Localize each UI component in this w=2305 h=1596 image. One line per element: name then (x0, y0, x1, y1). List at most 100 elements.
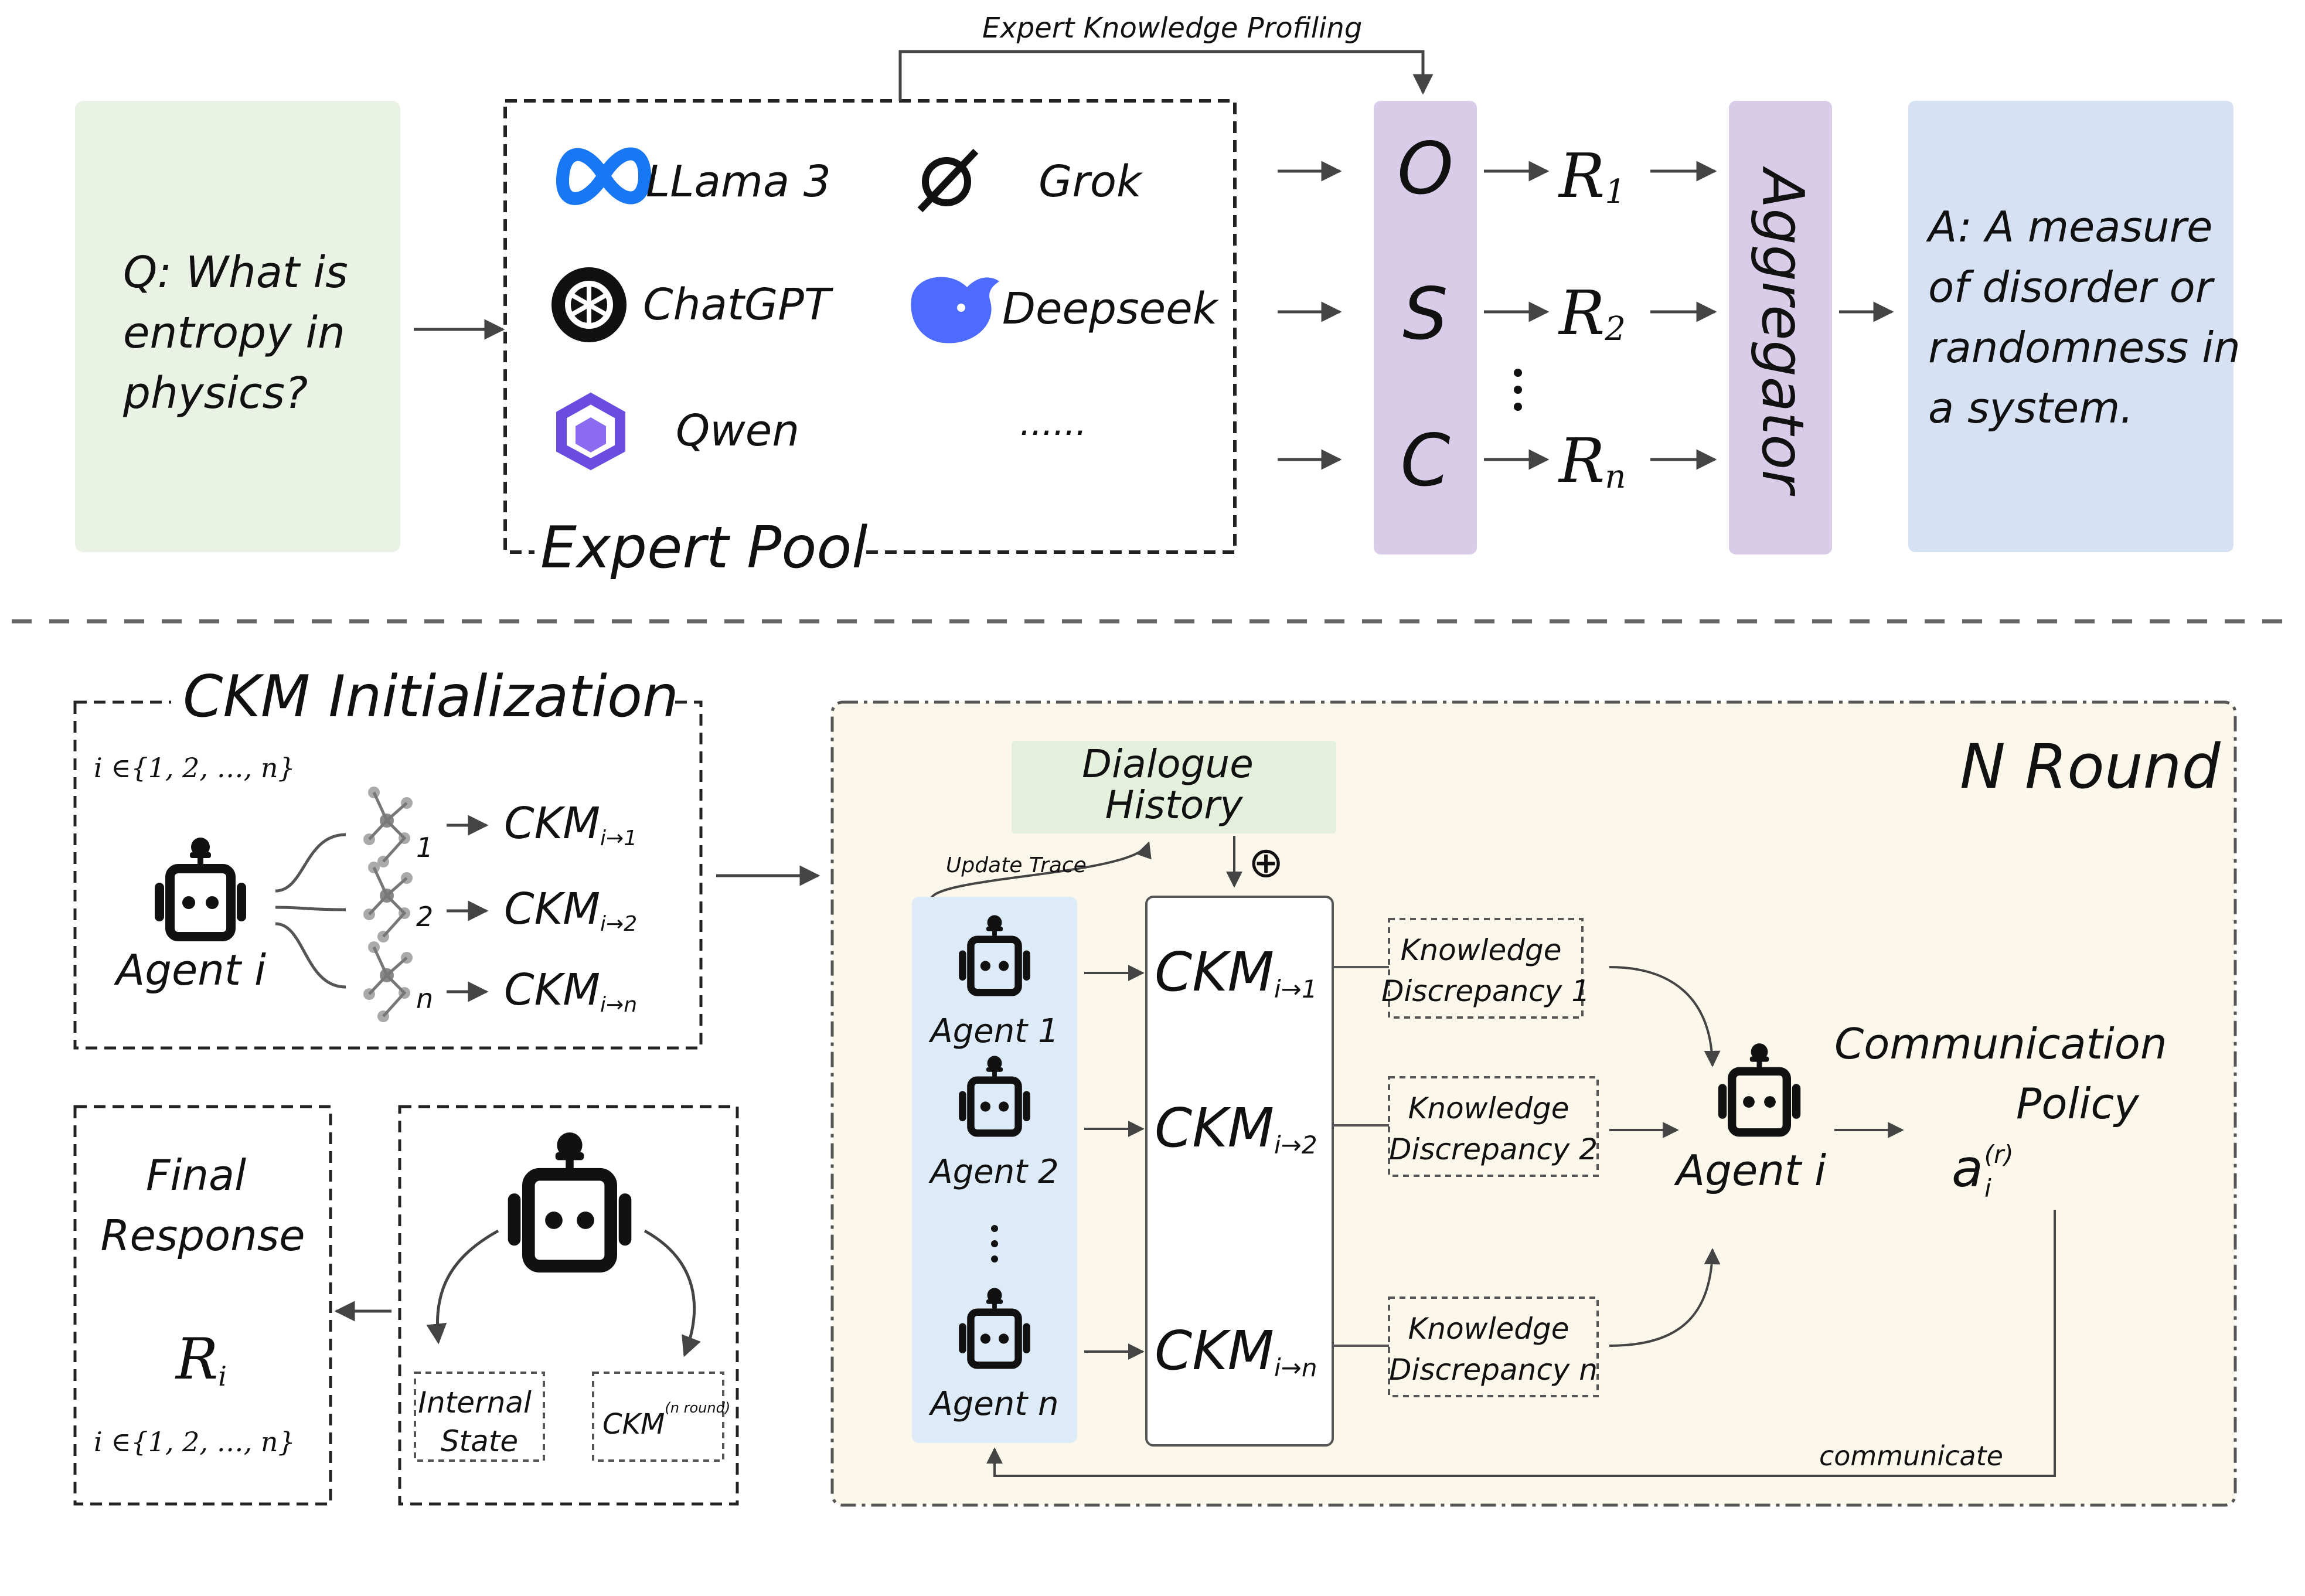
final-title-line-1: Final (146, 1151, 246, 1200)
final-response-title: Final Response (100, 1151, 305, 1260)
answer-line-4: a system. (1928, 383, 2133, 433)
dialogue-history-line-1: Dialogue (1082, 741, 1254, 787)
response-r1: R1 (1558, 140, 1626, 212)
model-label-grok: Grok (1039, 156, 1143, 207)
disc1-to-agent-arrow (1609, 966, 1721, 1067)
answer-box (1908, 101, 2233, 552)
expert-pool-title: Expert Pool (540, 515, 868, 581)
model-label-qwen: Qwen (676, 406, 799, 456)
state-curve-right (644, 1229, 701, 1357)
final-response-panel: Final Response Ri i ∈{1, 2, …, n} (73, 1105, 332, 1506)
profiling-arrow (898, 50, 1434, 101)
agent-1-label: Agent 1 (928, 1012, 1058, 1050)
internal-state-line-2: State (441, 1424, 518, 1458)
dialogue-history-label: Dialogue History (1082, 741, 1266, 828)
branch-num-3: n (416, 983, 433, 1015)
action-symbol: ai(r) (1952, 1138, 2014, 1203)
final-response-index: i ∈{1, 2, …, n} (94, 1426, 295, 1458)
dialogue-history-line-2: History (1105, 782, 1244, 828)
answer-line-1: A: A measure (1926, 202, 2212, 251)
deepseek-whale-icon (911, 277, 999, 343)
communicate-loop-arrow (986, 1210, 2056, 1477)
agents-column (912, 897, 1077, 1443)
answer-line-3: randomness in (1928, 323, 2241, 372)
aggregator-label: Aggregator (1749, 166, 1816, 497)
question-line-3: physics? (122, 368, 308, 418)
tree-icon-1 (363, 787, 413, 867)
vertical-ellipsis (1514, 369, 1522, 411)
init-ckm-2: CKMi→2 (504, 884, 637, 936)
question-line-1: Q: What is (123, 247, 348, 298)
n-round-title: N Round (1960, 731, 2221, 802)
robot-icon (155, 838, 246, 937)
ckm-column (1145, 896, 1334, 1447)
branch-num-1: 1 (416, 832, 433, 863)
model-label-deepseek: Deepseek (1002, 284, 1220, 334)
discrepancy-box-n (1388, 1296, 1599, 1397)
round-ckm-n: CKMi→n (1155, 1319, 1317, 1382)
discn-to-agent-arrow (1609, 1248, 1721, 1347)
meta-logo-icon (556, 147, 652, 205)
agent-state-box (398, 1105, 739, 1506)
ckm-init-box (73, 700, 703, 1050)
tree-icon-2 (363, 862, 413, 942)
tree-icon-3 (363, 941, 413, 1022)
branch-num-2: 2 (416, 901, 433, 933)
aggregator-box (1729, 101, 1832, 554)
answer-line-2: of disorder or (1928, 263, 2215, 312)
osc-letter-s: S (1402, 273, 1448, 356)
branch-curve-1 (275, 833, 346, 893)
question-line-2: entropy in (123, 308, 345, 358)
internal-state-box (414, 1372, 545, 1462)
top-pipeline: Q: What is entropy in physics? Expert Po… (75, 12, 2254, 581)
n-round-panel: N Round Dialogue History ⊕ Update Trace … (830, 700, 2237, 1507)
final-response-r: Ri (175, 1326, 227, 1392)
final-title-line-2: Response (100, 1211, 305, 1260)
round-ckm-2: CKMi→2 (1155, 1097, 1317, 1159)
communicate-label: communicate (1819, 1440, 2003, 1472)
osc-letter-o: O (1397, 127, 1453, 210)
robot-icon (508, 1132, 632, 1266)
state-curve-left (426, 1229, 499, 1345)
internal-state-line-1: Internal (418, 1386, 532, 1420)
profiling-label: Expert Knowledge Profiling (982, 12, 1362, 45)
expert-pool-box (503, 99, 1237, 554)
policy-line-2: Policy (2016, 1079, 2140, 1128)
osc-column (1374, 101, 1477, 554)
model-label-chatgpt: ChatGPT (643, 280, 834, 330)
question-text: Q: What is entropy in physics? (122, 247, 362, 418)
ckm-state-label: CKM(n round) (602, 1400, 730, 1441)
ckm-init-title: CKM Initialization (183, 663, 679, 730)
response-r2: R2 (1558, 277, 1626, 349)
branch-curve-3 (275, 922, 346, 989)
ckm-initialization-panel: CKM Initialization i ∈{1, 2, …, n} Agent… (73, 663, 703, 1050)
osc-letter-c: C (1400, 419, 1450, 502)
agent-i-label: Agent i (1674, 1146, 1826, 1195)
branch-curve-2 (275, 906, 346, 911)
discrepancy-label-2: Knowledge Discrepancy 2 (1389, 1091, 1598, 1166)
grok-logo-icon (917, 148, 979, 213)
update-trace-arrow (930, 841, 1152, 900)
update-trace-label: Update Trace (946, 853, 1087, 877)
answer-text: A: A measure of disorder or randomness i… (1926, 202, 2254, 433)
response-rn: Rn (1558, 425, 1626, 496)
dialogue-history-box (1012, 741, 1336, 833)
qwen-logo-icon (556, 392, 625, 471)
model-label-llama: LLama 3 (646, 156, 831, 207)
internal-state-label: Internal State (418, 1386, 541, 1458)
init-ckm-1: CKMi→1 (504, 798, 637, 850)
discrepancy-box-2 (1388, 1076, 1599, 1177)
concat-symbol: ⊕ (1248, 838, 1283, 887)
round-ckm-1: CKMi→1 (1155, 941, 1317, 1003)
policy-line-1: Communication (1834, 1019, 2167, 1068)
ckm-init-index: i ∈{1, 2, …, n} (94, 752, 295, 784)
discrepancy-box-1 (1388, 918, 1584, 1019)
policy-label: Communication Policy (1834, 1019, 2180, 1128)
ckm-init-agent-label: Agent i (114, 945, 266, 995)
ckm-state-box (592, 1372, 724, 1462)
vertical-ellipsis (991, 1225, 998, 1262)
init-ckm-n: CKMi→n (504, 965, 637, 1017)
question-box (75, 101, 400, 552)
